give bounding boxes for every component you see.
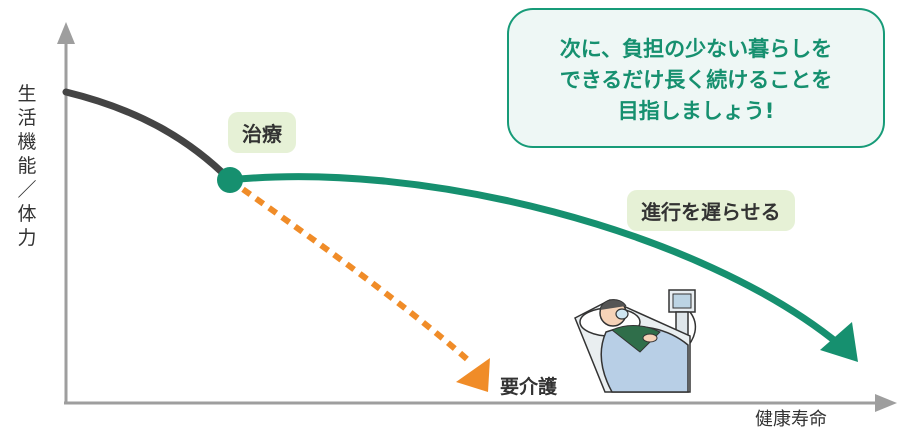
pre-treatment-curve	[62, 88, 234, 184]
treatment-point	[217, 167, 243, 193]
y-axis-label-char: 力	[17, 227, 37, 249]
y-axis-label-char: 体	[17, 203, 37, 225]
y-axis-label: 生 活 機 能 ／ 体 力	[14, 82, 40, 250]
message-callout: 次に、負担の少ない暮らしを できるだけ長く続けることを 目指しましょう!	[507, 8, 885, 148]
y-axis-label-char: 活	[17, 107, 37, 129]
slowed-progression-arrowhead	[820, 322, 858, 362]
patient-on-ventilator-illustration	[574, 289, 697, 393]
y-axis-label-char: 機	[17, 131, 37, 153]
treatment-label: 治療	[228, 112, 296, 153]
untreated-decline-arrowhead	[456, 358, 490, 392]
callout-line: 目指しましょう!	[617, 99, 775, 123]
callout-text: 次に、負担の少ない暮らしを できるだけ長く続けることを 目指しましょう!	[509, 34, 883, 127]
slowed-progression-curve	[226, 173, 844, 349]
y-axis-label-char: 生	[17, 83, 37, 105]
y-axis-label-char: ／	[17, 179, 37, 201]
y-axis-label-char: 能	[17, 155, 37, 177]
x-axis-arrow	[875, 394, 897, 412]
slow-progression-label: 進行を遅らせる	[627, 190, 795, 231]
untreated-decline-curve	[228, 177, 470, 363]
callout-line: できるだけ長く続けることを	[559, 68, 833, 92]
care-needed-label: 要介護	[500, 376, 558, 398]
x-axis-label: 健康寿命	[755, 409, 827, 430]
y-axis-arrow	[57, 22, 75, 44]
callout-line: 次に、負担の少ない暮らしを	[559, 37, 833, 61]
